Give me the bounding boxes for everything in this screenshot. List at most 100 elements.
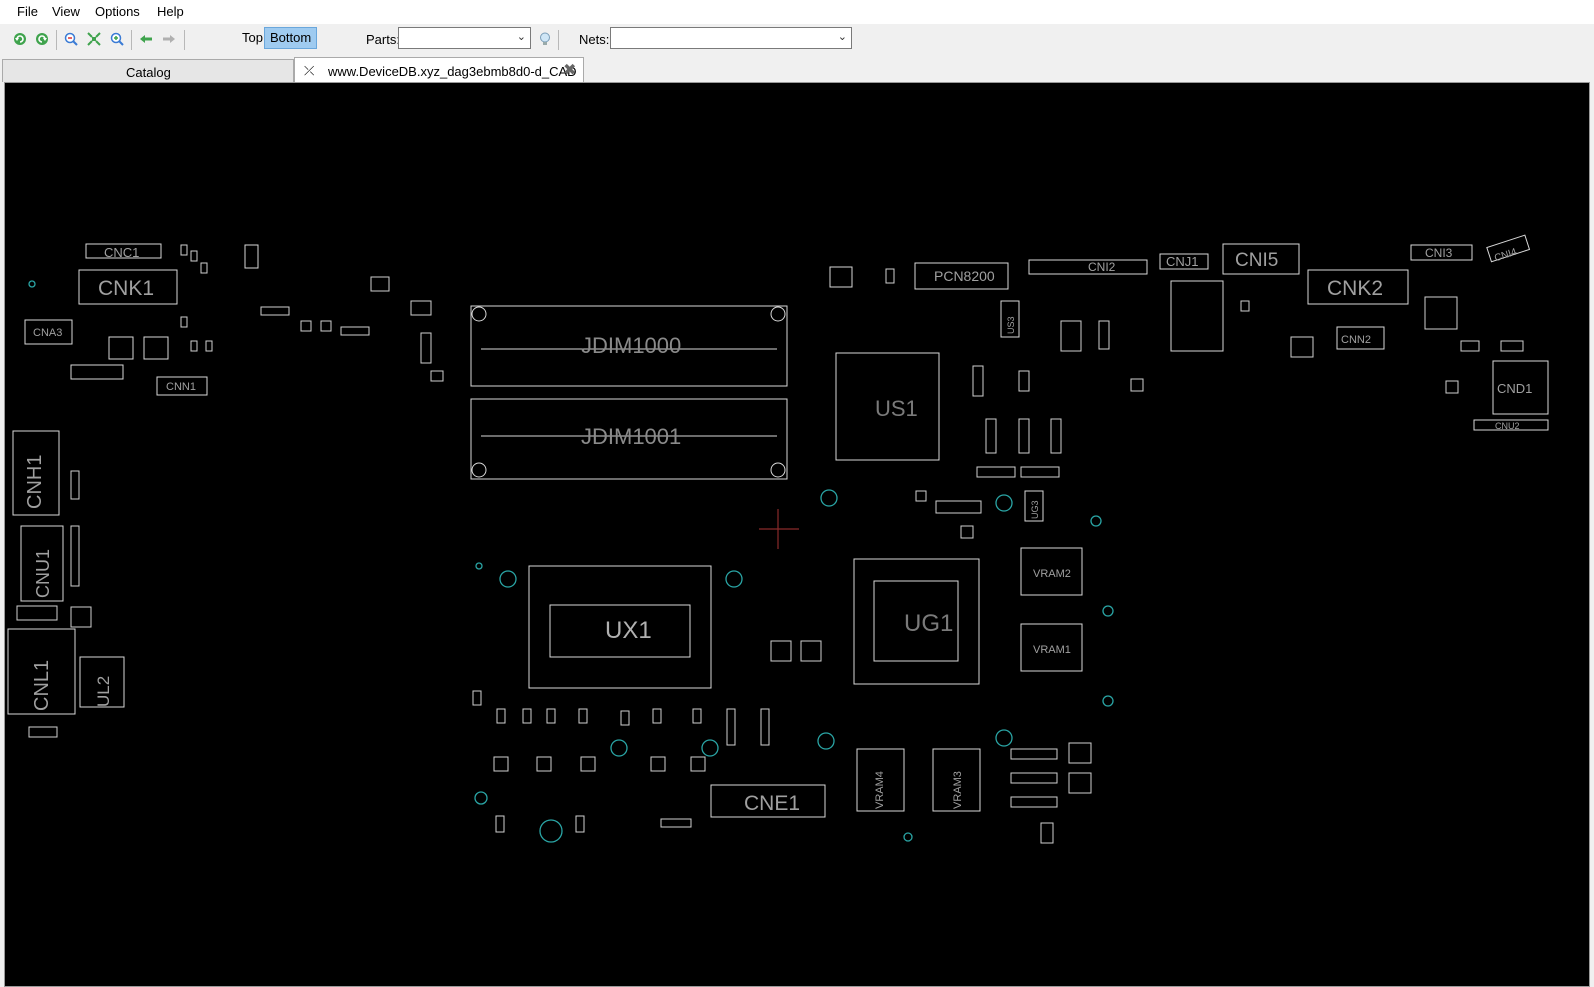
back-arrow-icon[interactable] <box>136 29 156 49</box>
part-ug3[interactable] <box>1024 490 1044 522</box>
label-ug1: UG1 <box>904 610 953 637</box>
toolbar-separator <box>184 30 185 50</box>
label-jdim1000: JDIM1000 <box>581 333 681 358</box>
crosshair-icon <box>759 509 799 549</box>
part-cnu2[interactable] <box>1473 419 1549 431</box>
label-cne1: CNE1 <box>744 792 800 815</box>
zoom-out-icon[interactable] <box>61 29 81 49</box>
tab-catalog[interactable]: Catalog <box>2 59 294 82</box>
toolbar-separator <box>131 30 132 50</box>
menu-help[interactable]: Help <box>157 4 184 19</box>
label-cni3: CNI3 <box>1425 246 1453 260</box>
part-cnu1[interactable] <box>20 525 64 602</box>
nets-combo[interactable]: ⌄ <box>610 27 852 49</box>
label-ux1: UX1 <box>605 617 652 644</box>
label-pcn8200: PCN8200 <box>934 268 995 284</box>
via-group <box>28 280 1114 843</box>
part-cnn2[interactable] <box>1336 326 1385 350</box>
label-us3: US3 <box>1006 316 1016 334</box>
label-cni4: CNI4 <box>1493 247 1518 265</box>
part-small[interactable] <box>244 244 259 269</box>
part-cnl1[interactable] <box>7 628 76 715</box>
part-vram2[interactable] <box>1020 547 1083 596</box>
label-cnh1: CNH1 <box>24 455 46 509</box>
part-ux1[interactable] <box>528 565 712 689</box>
label-cnk1: CNK1 <box>98 277 154 300</box>
part-us3[interactable] <box>1000 300 1020 338</box>
side-bottom-button[interactable]: Bottom <box>264 27 318 49</box>
side-top-button[interactable]: Top <box>242 30 263 45</box>
rotate-left-icon[interactable] <box>10 29 30 49</box>
smd-pads <box>16 244 1524 844</box>
part-ul2[interactable] <box>79 656 125 708</box>
toolbar-separator <box>558 30 559 50</box>
tab-board[interactable]: ⤫ www.DeviceDB.xyz_dag3ebmb8d0-d_CAD ✖ <box>294 57 584 82</box>
menu-file[interactable]: File <box>17 4 38 19</box>
label-vram1: VRAM1 <box>1033 644 1071 656</box>
part-cna3[interactable] <box>24 319 73 345</box>
part-cnc1[interactable] <box>85 243 162 259</box>
menu-view[interactable]: View <box>52 4 80 19</box>
part-square[interactable] <box>143 336 169 360</box>
part-labels: CNC1 CNK1 CNA3 CNN1 JDIM1000 JDIM1001 UX… <box>24 245 1532 815</box>
label-cnk2: CNK2 <box>1327 277 1383 300</box>
label-ug3: UG3 <box>1030 500 1040 519</box>
bulb-icon[interactable] <box>535 29 555 49</box>
part-vram4[interactable] <box>856 748 905 812</box>
part-jdim1000[interactable] <box>470 305 788 387</box>
label-cnn1: CNN1 <box>166 381 196 393</box>
part-cni3[interactable] <box>1410 244 1473 261</box>
part-cnk2[interactable] <box>1307 269 1409 305</box>
part-cne1[interactable] <box>710 784 826 818</box>
label-cnu2: CNU2 <box>1495 421 1520 431</box>
zoom-in-icon[interactable] <box>107 29 127 49</box>
part-cni5[interactable] <box>1222 243 1300 275</box>
part-cnn1[interactable] <box>156 376 208 396</box>
forward-arrow-icon[interactable] <box>159 29 179 49</box>
board-view: CNC1 CNK1 CNA3 CNN1 JDIM1000 JDIM1001 UX… <box>7 234 1549 844</box>
tab-board-label: www.DeviceDB.xyz_dag3ebmb8d0-d_CAD <box>328 64 577 79</box>
label-cnd1: CND1 <box>1497 381 1532 396</box>
part-connector-strip[interactable] <box>70 364 124 380</box>
part-ug1[interactable] <box>853 558 980 685</box>
toolbar: Top Bottom Parts: ⌄ Nets: ⌄ <box>0 24 1594 56</box>
label-vram4: VRAM4 <box>874 771 886 809</box>
label-cna3: CNA3 <box>33 327 62 339</box>
tab-catalog-label: Catalog <box>126 65 171 80</box>
nets-label: Nets: <box>579 32 610 47</box>
zoom-fit-icon[interactable] <box>84 29 104 49</box>
toolbar-separator <box>56 30 57 50</box>
part-cnj1[interactable] <box>1159 253 1209 270</box>
label-ul2: UL2 <box>94 676 113 707</box>
part-cni2[interactable] <box>1028 259 1148 275</box>
part-jdim1001[interactable] <box>470 398 788 480</box>
label-jdim1001: JDIM1001 <box>581 424 681 449</box>
menu-options[interactable]: Options <box>95 4 140 19</box>
part-cni4[interactable] <box>1486 234 1531 263</box>
part-vram1[interactable] <box>1020 623 1083 672</box>
label-cni2: CNI2 <box>1088 260 1116 274</box>
label-cni5: CNI5 <box>1235 250 1278 271</box>
part-pcn8200[interactable] <box>914 262 1009 290</box>
parts-label: Parts: <box>366 32 400 47</box>
rotate-right-icon[interactable] <box>32 29 52 49</box>
part-vram3[interactable] <box>932 748 981 812</box>
part-cnd1[interactable] <box>1492 360 1549 415</box>
close-icon[interactable]: ✖ <box>563 62 577 79</box>
board-canvas[interactable]: CNC1 CNK1 CNA3 CNN1 JDIM1000 JDIM1001 UX… <box>4 82 1590 987</box>
label-vram2: VRAM2 <box>1033 568 1071 580</box>
label-cnj1: CNJ1 <box>1166 254 1199 269</box>
part-cnh1[interactable] <box>12 430 60 516</box>
chevron-down-icon: ⌄ <box>516 31 526 43</box>
shuffle-icon: ⤫ <box>304 63 315 78</box>
parts-combo[interactable]: ⌄ <box>398 27 531 49</box>
label-vram3: VRAM3 <box>952 771 964 809</box>
part-square[interactable] <box>108 336 134 360</box>
part-jack[interactable] <box>1170 280 1224 352</box>
label-cnc1: CNC1 <box>104 245 139 260</box>
label-us1: US1 <box>875 396 918 421</box>
part-us1[interactable] <box>835 352 940 461</box>
part-cnk1[interactable] <box>78 269 178 305</box>
label-cnl1: CNL1 <box>31 660 53 711</box>
chevron-down-icon: ⌄ <box>837 31 847 43</box>
